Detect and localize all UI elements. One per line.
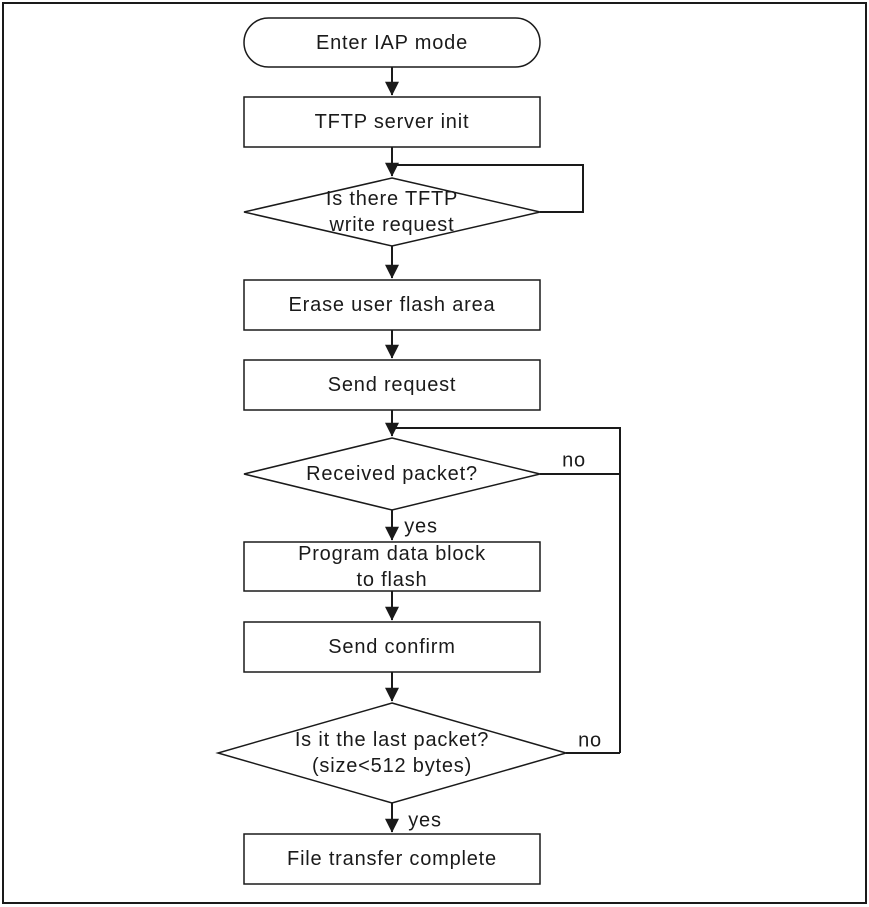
process-program-flash (243, 541, 541, 592)
process-send-confirm (243, 621, 541, 673)
process-file-complete (243, 833, 541, 885)
edge-no-return-loop (392, 427, 621, 753)
process-erase-flash (243, 279, 541, 331)
decision-received-packet (243, 437, 541, 511)
process-tftp-server-init (243, 96, 541, 148)
process-send-request (243, 359, 541, 411)
decision-last-packet (215, 702, 569, 804)
terminator-start (243, 17, 541, 68)
decision-tftp-write-request (243, 177, 541, 247)
edge-writerequest-loop (392, 164, 584, 213)
